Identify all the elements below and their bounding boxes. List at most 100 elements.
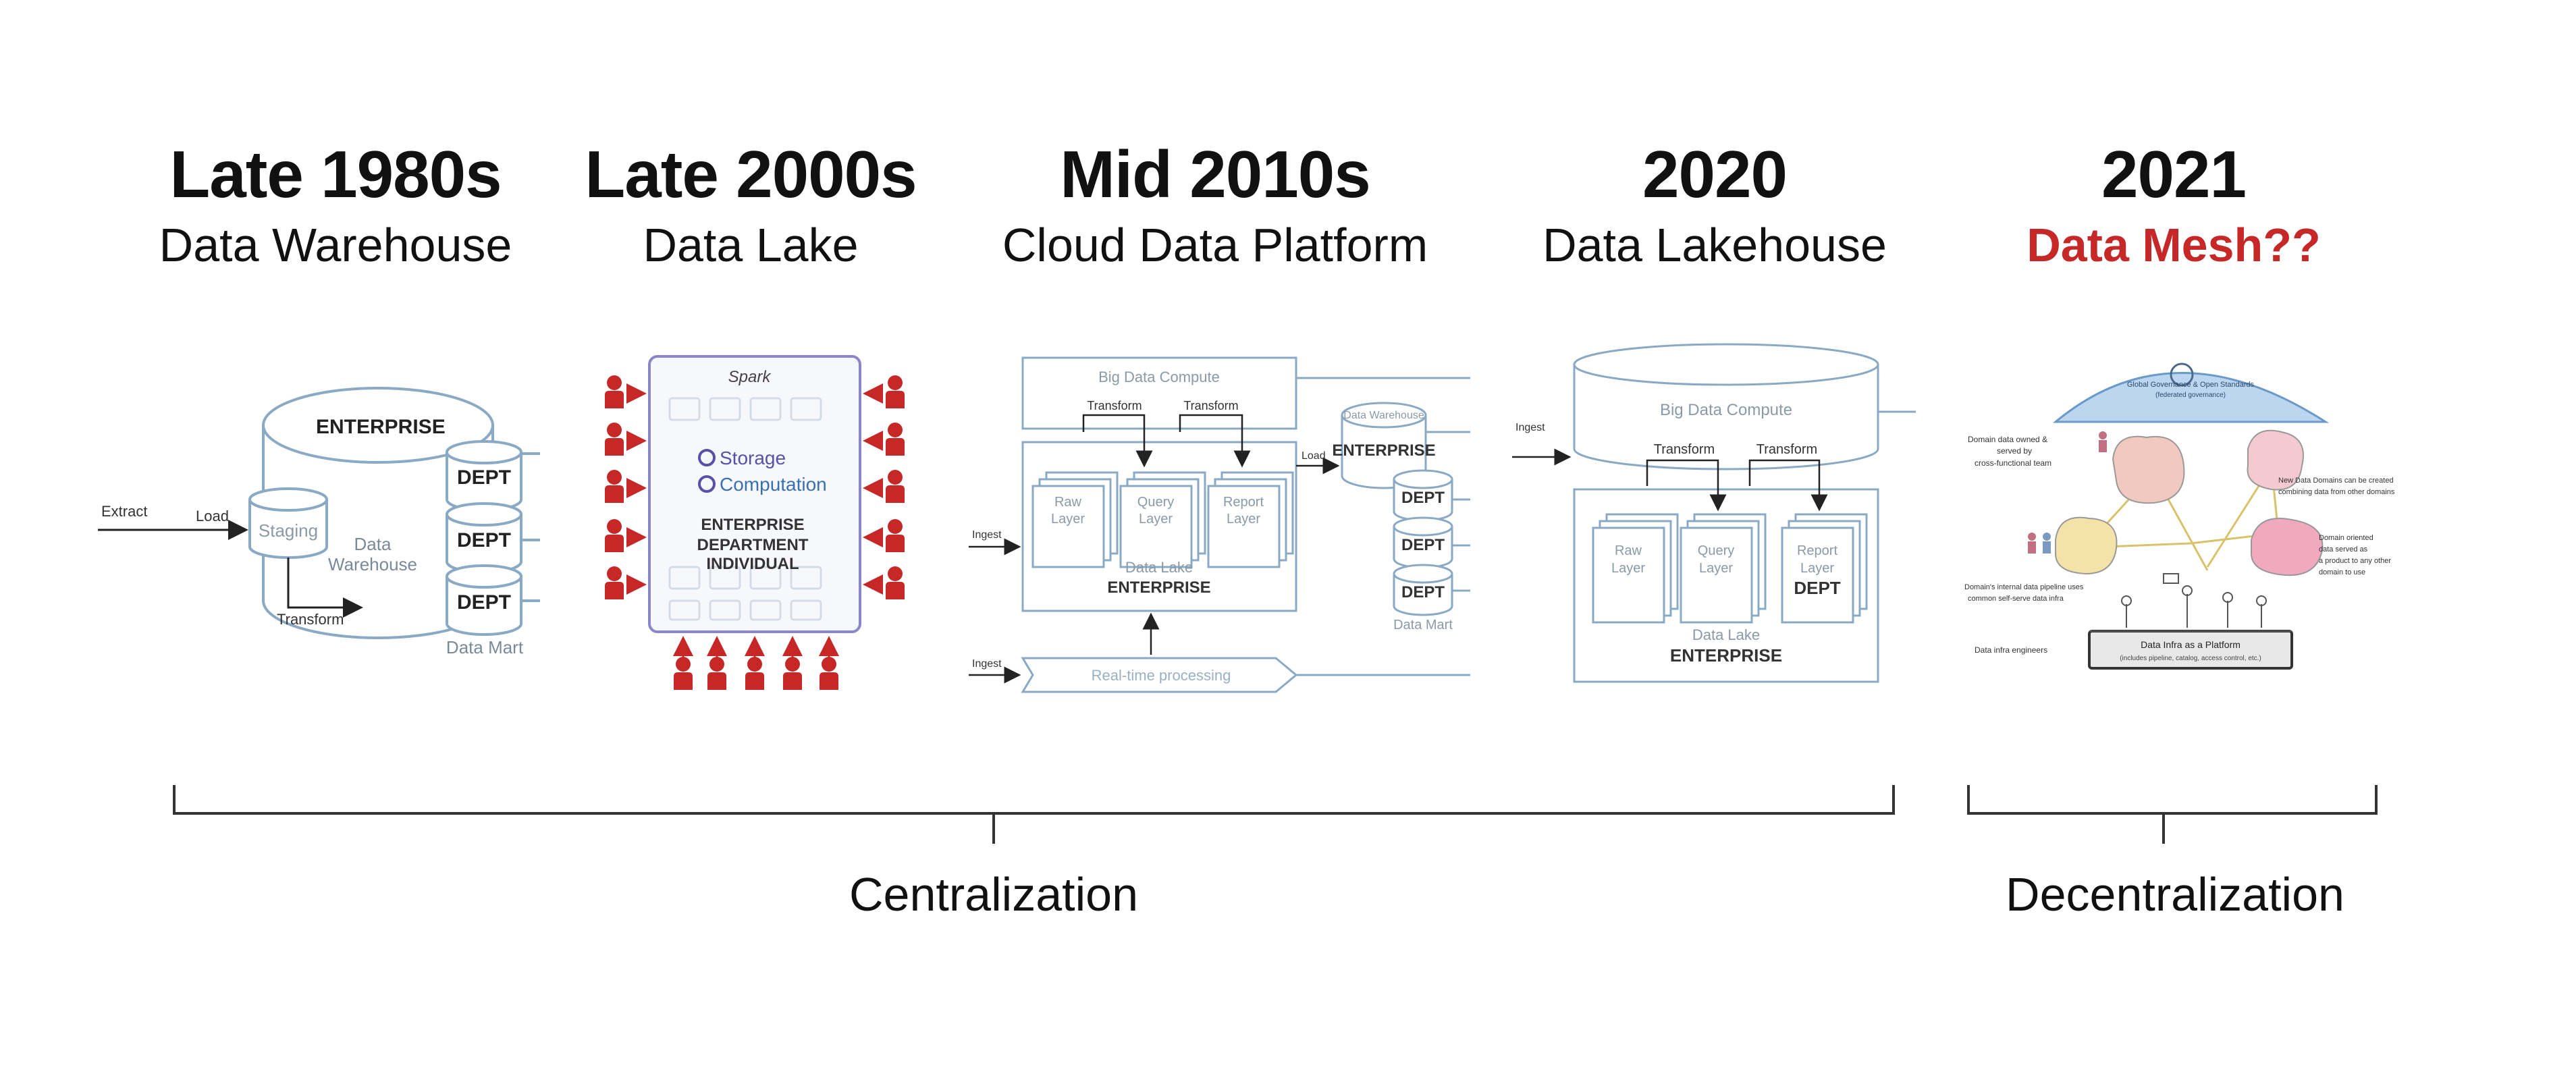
era-mesh: 2021 Data Mesh?? (1931, 138, 2417, 272)
storage-label: Storage (720, 448, 786, 468)
era-year: Late 2000s (585, 137, 917, 211)
query-layer-label: Query (1137, 495, 1174, 510)
lakehouse-data-lake-label: Data Lake (1692, 626, 1760, 643)
raw-layer-label: Raw (1615, 543, 1642, 558)
cloud-enterprise-label: ENTERPRISE (1107, 578, 1210, 597)
data-warehouse-label: Data (354, 534, 392, 554)
mesh-note-owner: Domain data owned & (1968, 435, 2047, 444)
transform-label: Transform (1654, 442, 1715, 457)
mesh-note-product: domain to use (2319, 568, 2365, 576)
lake-background-grid (668, 397, 822, 621)
centralization-bracket (173, 785, 1895, 844)
decentralization-bracket (1967, 785, 2378, 844)
lake-arrows-left (626, 383, 647, 595)
load-label: Load (196, 508, 229, 524)
realtime-processing-label: Real-time processing (1092, 667, 1231, 684)
mesh-note-new: New Data Domains can be created (2278, 477, 2394, 485)
query-layer-label: Layer (1699, 561, 1733, 576)
lakehouse-query-layer (1680, 513, 1767, 624)
cloud-big-data-compute-label: Big Data Compute (1098, 369, 1220, 385)
decentralization-label: Decentralization (2006, 868, 2344, 921)
report-layer-label: Layer (1800, 561, 1834, 576)
dept-label: DEPT (1401, 489, 1445, 507)
staging-label: Staging (259, 520, 318, 541)
warehouse-diagram (248, 387, 540, 639)
dept-label: DEPT (1401, 583, 1445, 601)
governance-icon (2170, 362, 2194, 387)
mesh-note-product: a product to any other (2319, 557, 2391, 565)
era-cloud: Mid 2010s Cloud Data Platform (972, 138, 1458, 272)
governance-sublabel: (federated governance) (2155, 392, 2226, 399)
transform-label: Transform (1087, 399, 1142, 412)
era-name: Data Lake (643, 218, 859, 271)
dept-label: DEPT (457, 466, 511, 489)
era-year: 2020 (1642, 137, 1788, 211)
domain-blob-2 (2247, 429, 2304, 491)
lakehouse-big-data-compute-label: Big Data Compute (1660, 401, 1792, 419)
mesh-note-infra-engineers: Data infra engineers (1975, 645, 2047, 655)
era-name: Data Warehouse (159, 218, 512, 271)
ingest-label: Ingest (972, 529, 1002, 541)
lakehouse-raw-layer (1592, 513, 1679, 624)
dept-cylinder-3 (446, 564, 522, 636)
lake-enterprise-label: ENTERPRISE (701, 516, 804, 534)
era-warehouse: Late 1980s Data Warehouse (92, 138, 579, 272)
dept-label: DEPT (457, 591, 511, 614)
transform-label: Transform (277, 611, 344, 628)
query-layer (1119, 471, 1206, 568)
dept-label: DEPT (457, 529, 511, 551)
warehouse-enterprise-label: ENTERPRISE (316, 416, 446, 438)
extract-label: Extract (101, 503, 147, 520)
era-year: Mid 2010s (1060, 137, 1370, 211)
computation-label: Computation (720, 474, 827, 495)
cloud-dept-cylinder-1 (1393, 469, 1453, 522)
era-name: Cloud Data Platform (1002, 218, 1428, 271)
mesh-note-product: Domain oriented (2319, 534, 2373, 542)
cloud-warehouse-enterprise-label: ENTERPRISE (1332, 441, 1435, 460)
raw-layer-label: Layer (1051, 512, 1085, 526)
lakehouse-dept-label: DEPT (1794, 578, 1840, 598)
transform-label: Transform (1756, 442, 1817, 457)
cloud-warehouse-cylinder (1341, 402, 1427, 489)
platform-label: Data Infra as a Platform (2141, 639, 2240, 650)
lakehouse-diagram (1573, 343, 1916, 683)
domain-blob-4 (2251, 518, 2324, 576)
cloud-data-lake-label: Data Lake (1125, 559, 1193, 576)
platform-pins (2121, 573, 2267, 628)
centralization-label: Centralization (849, 868, 1138, 921)
mesh-note-product: data served as (2319, 545, 2368, 554)
report-layer (1207, 471, 1294, 568)
report-layer-label: Layer (1227, 512, 1260, 526)
mesh-note-owner: served by (1997, 446, 2032, 456)
spark-logo: Spark (728, 368, 772, 386)
lake-individual-label: INDIVIDUAL (706, 555, 799, 573)
era-name: Data Lakehouse (1542, 218, 1887, 271)
era-year: Late 1980s (169, 137, 502, 211)
cloud-data-mart-label: Data Mart (1393, 618, 1453, 632)
dept-cylinder-2 (446, 502, 522, 574)
lake-diagram (605, 355, 905, 690)
cloud-load-label: Load (1302, 450, 1326, 462)
cloud-diagram (1021, 356, 1470, 693)
lakehouse-enterprise-label: ENTERPRISE (1670, 645, 1782, 666)
storage-icon (698, 449, 716, 466)
era-year: 2021 (2101, 137, 2247, 211)
query-layer-label: Query (1698, 543, 1734, 558)
report-layer-label: Report (1223, 495, 1264, 510)
platform-bar (2088, 630, 2293, 670)
raw-layer (1031, 471, 1119, 568)
lake-users-bottom (674, 657, 838, 690)
raw-layer-label: Raw (1054, 495, 1082, 510)
raw-layer-label: Layer (1611, 561, 1645, 576)
era-lake: Late 2000s Data Lake (508, 138, 994, 272)
era-lakehouse: 2020 Data Lakehouse (1472, 138, 1958, 272)
mesh-note-pipeline: Domain's internal data pipeline uses (1964, 583, 2084, 591)
governance-label: Global Governance & Open Standards (2127, 381, 2255, 389)
ingest-label: Ingest (972, 658, 1002, 670)
platform-sublabel: (includes pipeline, catalog, access cont… (2120, 655, 2261, 662)
lake-users-left (605, 375, 624, 599)
mesh-team-icons (2028, 431, 2107, 554)
domain-blob-1 (2112, 435, 2185, 504)
query-layer-label: Layer (1139, 512, 1173, 526)
